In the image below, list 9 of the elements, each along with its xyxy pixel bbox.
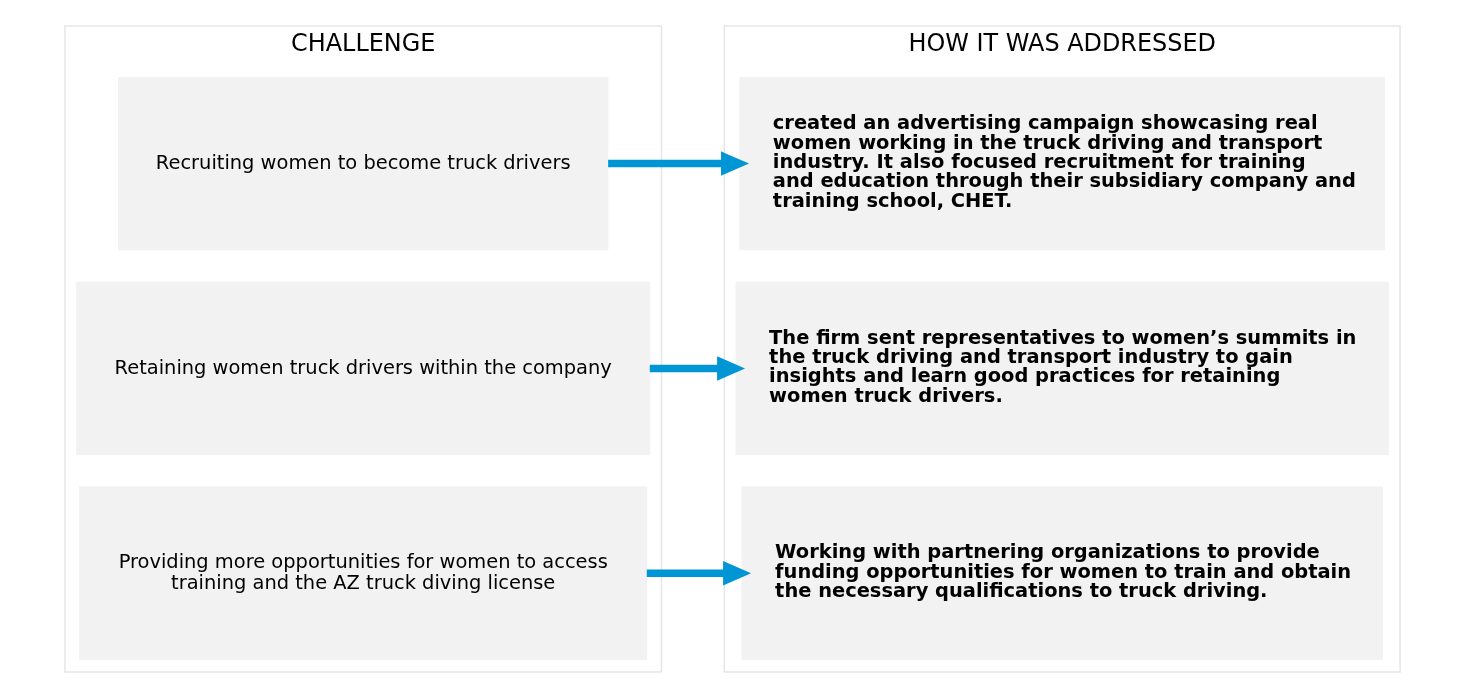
node-box: Working with partnering organizations to provide funding opportunities for women to train and obtain the necessary qualifications to truck driving. (741, 486, 1383, 660)
node-box: Providing more opportunities for women to access training and the AZ truck diving license (79, 486, 648, 660)
node-box: The firm sent representatives to women’s summits in the truck driving and transport industry to gain insights and learn good practices for retaining women truck drivers. (735, 281, 1389, 456)
arrow (646, 561, 752, 586)
node-box: Recruiting women to become truck drivers (118, 76, 609, 251)
node-box: created an advertising campaign showcasing real women working in the truck driving and transport industry. It also focused recruitment for training and education through their subsidiary company and training school, CHET. (739, 76, 1386, 251)
node-box: Retaining women truck drivers within the company (76, 281, 651, 456)
arrow (649, 356, 746, 381)
arrow (608, 151, 750, 176)
